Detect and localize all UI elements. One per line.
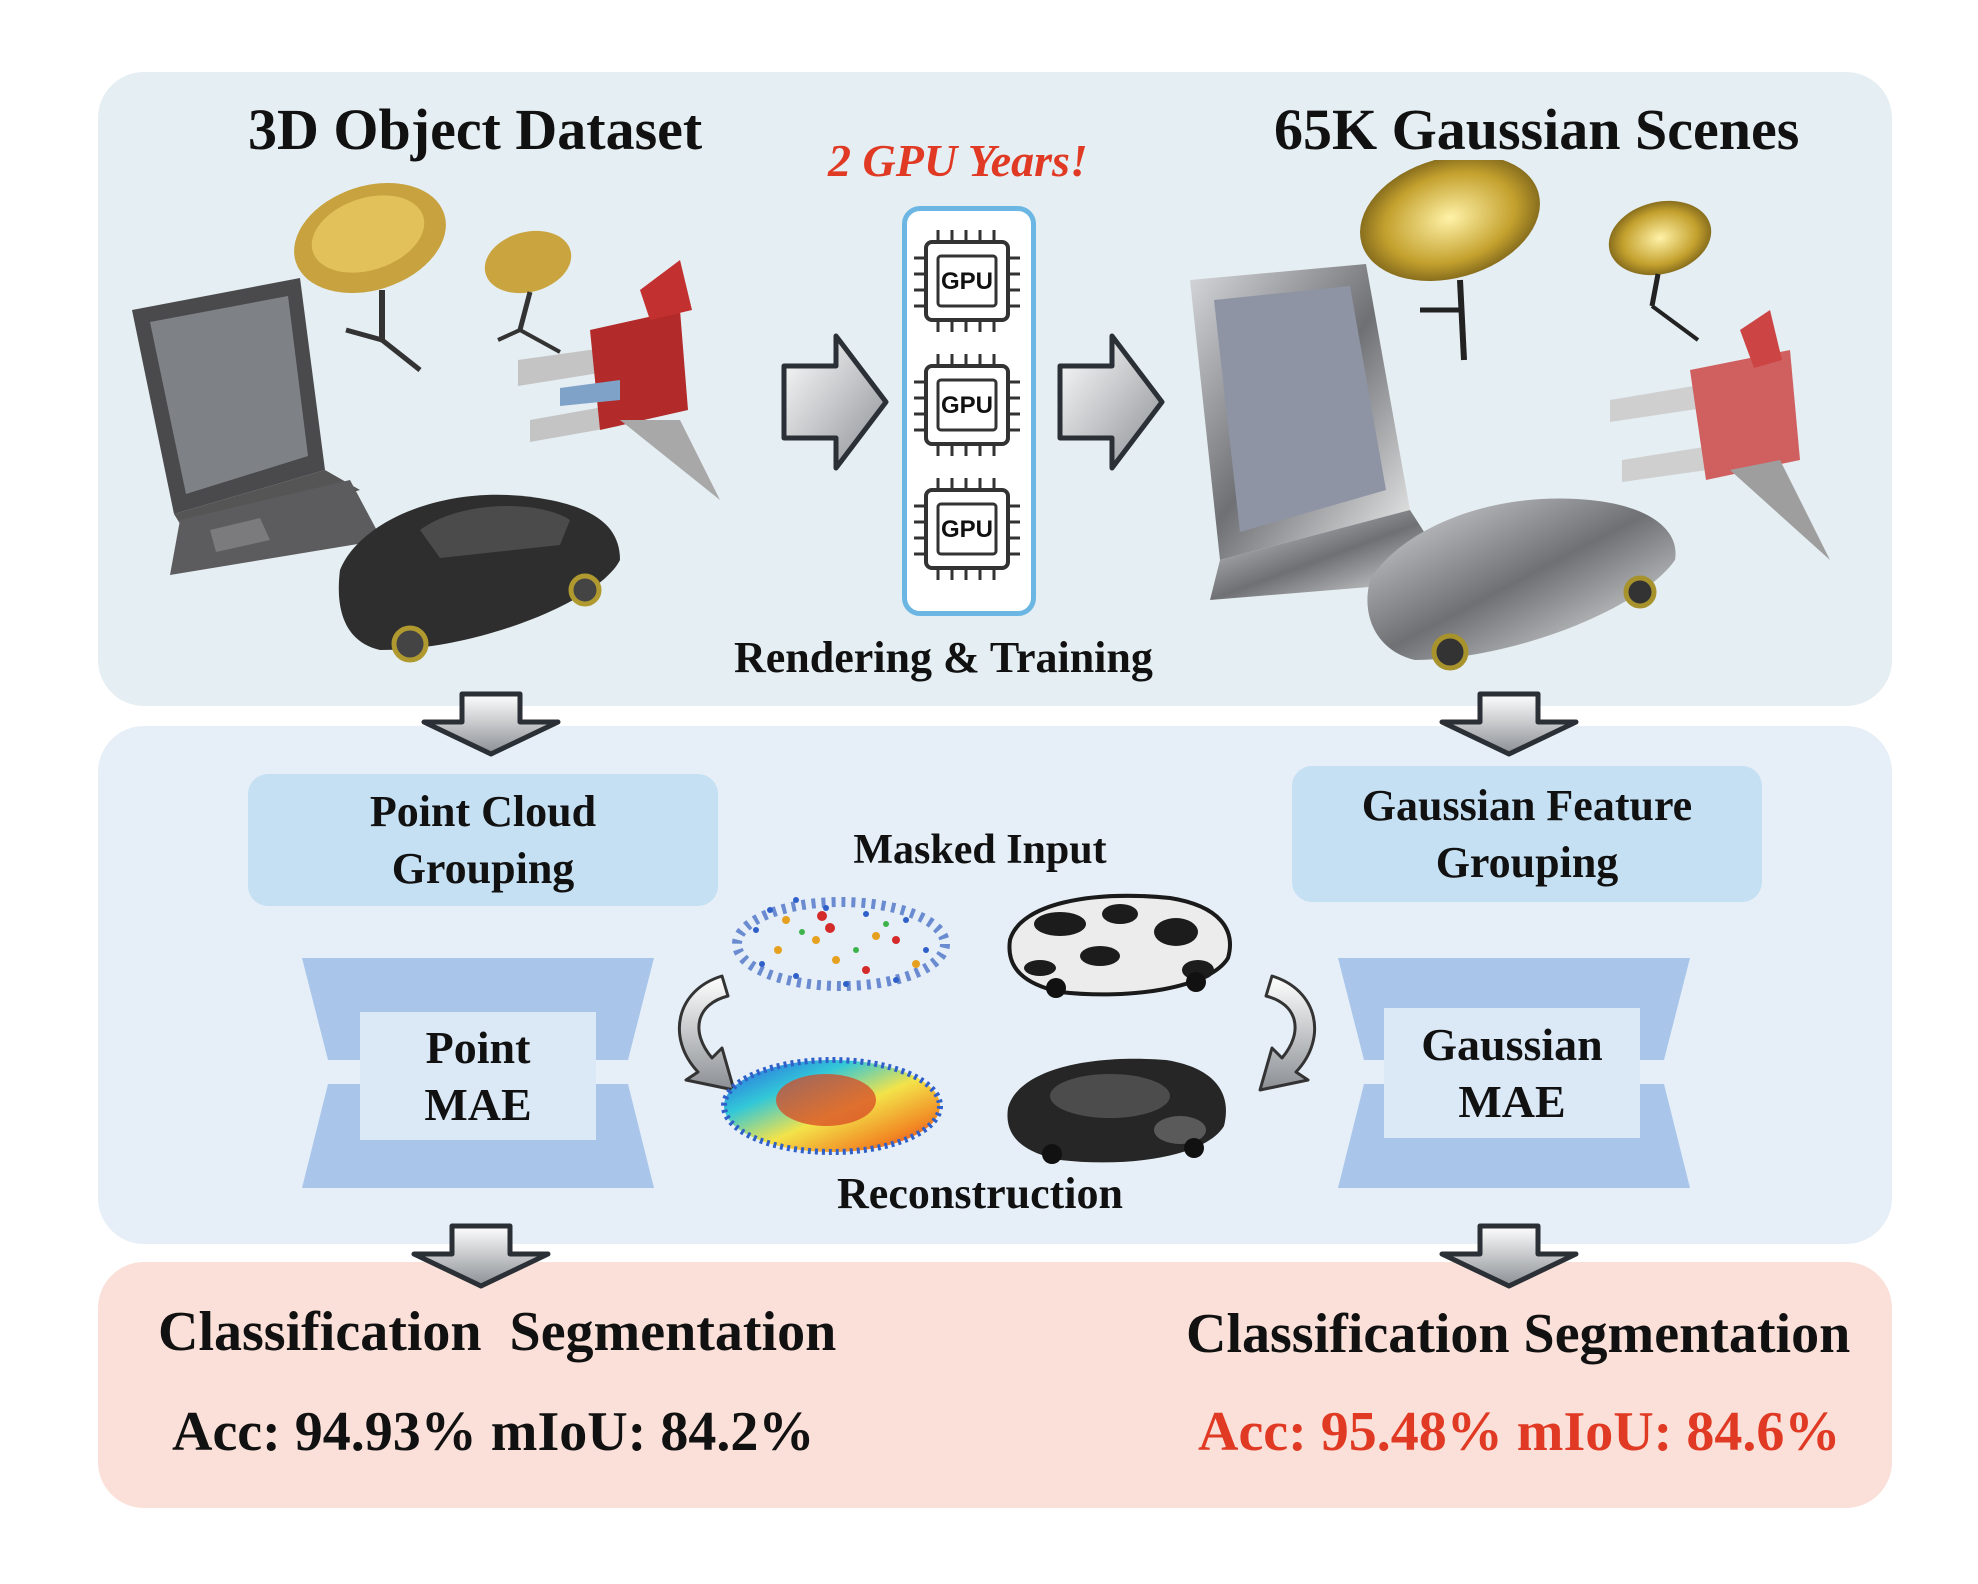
rendering-training-label: Rendering & Training (734, 633, 1153, 682)
gpu-chip-3 (914, 478, 1020, 580)
gpu-chip-3-label: GPU (940, 516, 993, 543)
gpu-years-note: 2 GPU Years! (828, 135, 1088, 186)
flow-arrow-to-gaussians (1057, 333, 1165, 471)
gaussian-mae-box: Gaussian MAE (1384, 1008, 1640, 1138)
gpu-chip-1 (914, 230, 1020, 332)
curved-arrow-left (677, 974, 736, 1092)
car-object (338, 494, 620, 663)
right-tasks-label: Classification Segmentation (1186, 1303, 1851, 1365)
gold-chair-small (484, 230, 572, 354)
spaceship-object (518, 260, 720, 500)
left-scores: Acc: 94.93% mIoU: 84.2% (172, 1401, 815, 1463)
down-arrow-right-top (1439, 691, 1579, 757)
gpu-chip-2-label: GPU (940, 392, 993, 419)
gpu-chip-2 (914, 354, 1020, 456)
down-arrow-left-bottom (411, 1223, 551, 1289)
down-arrow-left-top (421, 691, 561, 757)
point-cloud-grouping-box: Point Cloud Grouping (248, 774, 718, 906)
gaussian-car (1367, 498, 1676, 671)
point-mae-label: Point MAE (424, 1021, 532, 1131)
masked-gaussian-car (1007, 893, 1232, 998)
gaussian-laptop (1190, 264, 1455, 600)
reconstructed-gaussian-car (1007, 1058, 1226, 1164)
curved-arrow-right (1258, 974, 1317, 1092)
left-dataset-title: 3D Object Dataset (248, 97, 703, 162)
left-tasks-label: Classification Segmentation (158, 1301, 837, 1363)
down-arrow-right-bottom (1439, 1223, 1579, 1289)
gpu-chip-1-label: GPU (940, 268, 993, 295)
masked-input-label: Masked Input (853, 827, 1107, 873)
gaussian-mae-label: Gaussian MAE (1421, 1018, 1603, 1128)
bottom-panel (98, 1262, 1892, 1508)
gaussian-scenes-illustration (1190, 160, 1830, 671)
reconstruction-label: Reconstruction (837, 1169, 1123, 1218)
right-dataset-title: 65K Gaussian Scenes (1274, 97, 1800, 162)
laptop-object (132, 278, 382, 575)
gaussian-feature-grouping-box: Gaussian Feature Grouping (1292, 766, 1762, 902)
flow-arrow-to-gpu (781, 333, 889, 471)
point-mae-box: Point MAE (360, 1012, 596, 1140)
gaussian-gold-chair-small (1608, 200, 1712, 342)
point-cloud-grouping-label: Point Cloud Grouping (369, 786, 597, 893)
gaussian-spaceship (1610, 310, 1830, 560)
masked-point-cloud (732, 897, 950, 991)
gaussian-gold-chair-large (1360, 160, 1540, 361)
reconstructed-point-cloud (721, 1057, 943, 1155)
gpu-chip-stack (914, 230, 1020, 580)
gaussian-feature-grouping-label: Gaussian Feature Grouping (1361, 780, 1693, 887)
right-scores: Acc: 95.48% mIoU: 84.6% (1198, 1401, 1841, 1463)
source-objects-illustration (132, 182, 720, 663)
gold-chair-large (294, 182, 446, 372)
